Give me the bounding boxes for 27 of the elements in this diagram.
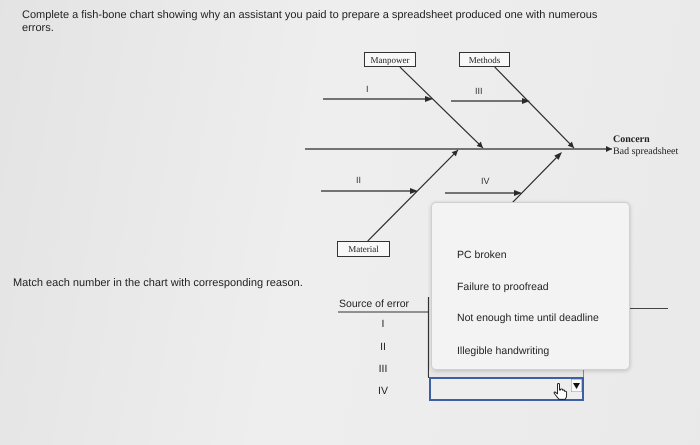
menu-option: PC broken [457,249,507,262]
column-header: Source of error [339,298,410,310]
category-label: Material [348,244,379,254]
menu-option: Illegible handwriting [457,345,550,358]
row-label: III [378,363,388,376]
row-label: I [380,318,386,330]
instruction-text: Match each number in the chart with corresponding reason. [13,277,303,290]
cause-number: II [356,175,362,186]
cause-number: I [366,84,369,94]
row-label: II [379,341,387,354]
category-label: Methods [468,54,500,64]
category-box [459,52,510,67]
bone-arrow [494,66,574,148]
menu-option: Failure to proofread [457,281,549,294]
question-text: Complete a fish-bone chart showing why an assistant you paid to prepare a spreadsheet produced one with numerous errors. [22,9,598,35]
menu-option: Not enough time until deadline [457,312,599,324]
bone-arrow [399,66,484,148]
row-label: IV [377,385,389,398]
cause-number: IV [481,176,490,186]
spine-arrow [305,146,612,152]
effect-heading: Concern [613,134,651,146]
bone-arrow [367,150,458,242]
category-label: Manpower [370,54,410,64]
effect-label: Bad spreadsheet [613,146,678,158]
cause-number: III [475,86,483,96]
category-box [364,52,416,67]
category-box [337,241,390,257]
